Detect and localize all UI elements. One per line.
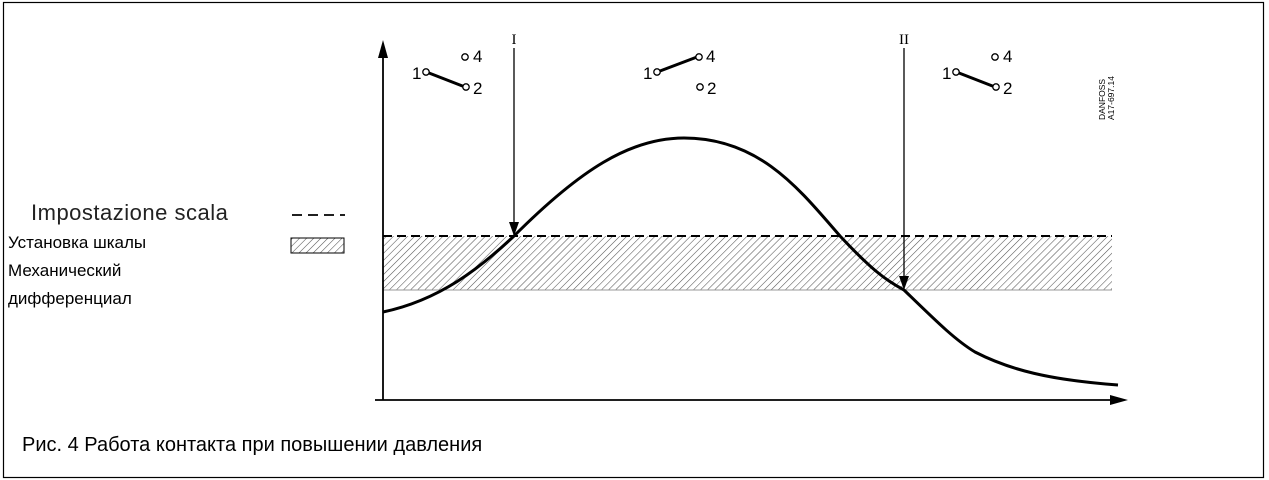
terminal-1 xyxy=(952,68,960,76)
terminal-4 xyxy=(461,53,469,61)
legend-setpoint-label-italian: Impostazione scala xyxy=(31,200,229,225)
legend-differential-label-line1: Механический xyxy=(8,261,122,280)
danfoss-reference: DANFOSS A17-697.14 xyxy=(1097,76,1116,120)
legend-differential-label-line2: дифференциал xyxy=(8,289,132,308)
contact-blade xyxy=(428,71,466,89)
terminal-1-label: 1 xyxy=(643,64,652,83)
marker-i-arrow xyxy=(509,222,519,236)
marker-i-label: I xyxy=(512,32,517,48)
terminal-1-label: 1 xyxy=(412,64,421,83)
switch-state-1: 1 4 2 xyxy=(412,47,482,98)
differential-band xyxy=(383,236,1112,290)
legend-setpoint-label: Установка шкалы xyxy=(8,233,147,252)
terminal-4-label: 4 xyxy=(473,47,482,66)
legend-hatched-symbol xyxy=(290,237,345,254)
drawing-number: A17-697.14 xyxy=(1106,76,1116,120)
contact-blade xyxy=(659,55,698,73)
marker-ii-label: II xyxy=(899,32,909,48)
terminal-1 xyxy=(422,68,430,76)
terminal-4 xyxy=(695,53,703,61)
pressure-curve xyxy=(382,136,1119,387)
terminal-4-label: 4 xyxy=(1003,47,1012,66)
contact-blade xyxy=(958,71,996,89)
y-axis-arrow xyxy=(378,40,388,58)
terminal-2 xyxy=(696,83,704,91)
terminal-1 xyxy=(653,68,661,76)
terminal-1-label: 1 xyxy=(942,64,951,83)
terminal-2 xyxy=(992,83,1000,91)
marker-ii-arrow xyxy=(899,276,909,290)
terminal-2-label: 2 xyxy=(1003,79,1012,98)
switch-state-3: 1 4 2 xyxy=(942,47,1012,98)
danfoss-logo-text: DANFOSS xyxy=(1097,79,1107,120)
terminal-4-label: 4 xyxy=(706,47,715,66)
terminal-4 xyxy=(991,53,999,61)
switch-state-2: 1 4 2 xyxy=(643,47,716,98)
terminal-2-label: 2 xyxy=(473,79,482,98)
terminal-2-label: 2 xyxy=(707,79,716,98)
x-axis-arrow xyxy=(1110,395,1128,405)
figure-caption: Рис. 4 Работа контакта при повышении дав… xyxy=(22,434,483,456)
terminal-2 xyxy=(462,83,470,91)
